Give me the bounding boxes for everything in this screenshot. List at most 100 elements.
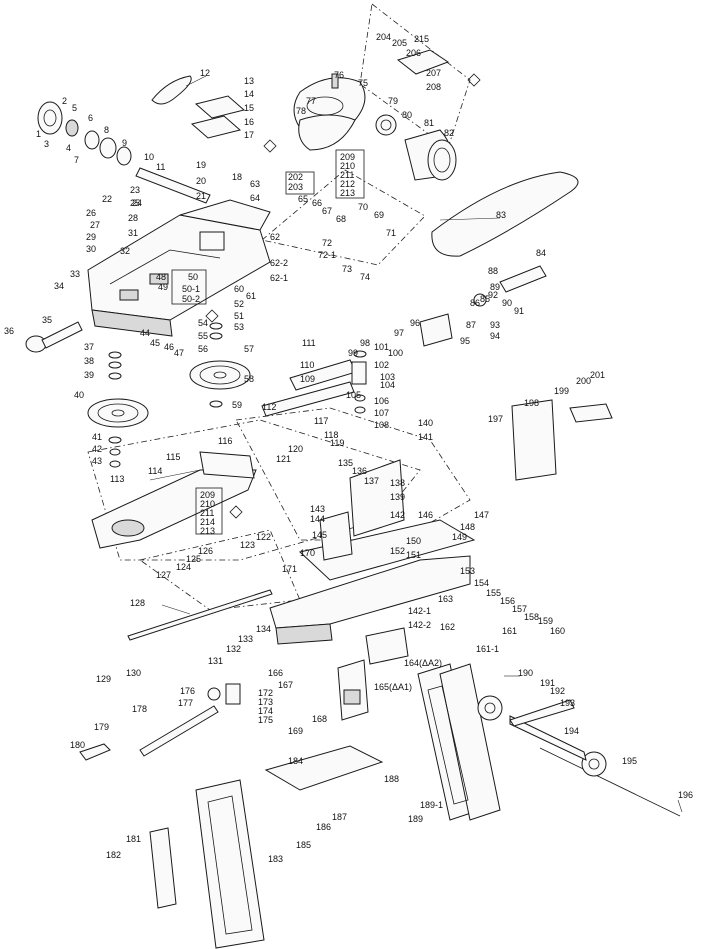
part-label-126: 126 <box>198 546 213 556</box>
stand-leg-left <box>149 779 265 949</box>
part-label-131: 131 <box>208 656 223 666</box>
part-label-107: 107 <box>374 408 389 418</box>
part-label-161: 161 <box>502 626 517 636</box>
part-label-207: 207 <box>426 68 441 78</box>
part-label-115: 115 <box>166 452 180 462</box>
part-label-124: 124 <box>176 562 191 572</box>
part-label-165: 165(ΔA1) <box>374 682 412 692</box>
part-label-162: 162 <box>440 622 455 632</box>
part-label-85: 85 <box>480 294 490 304</box>
part-label-119: 119 <box>330 438 344 448</box>
part-label-133: 133 <box>238 634 253 644</box>
part-label-34: 34 <box>54 281 64 291</box>
part-label-164: 164(ΔA2) <box>404 658 442 668</box>
part-label-191: 191 <box>540 678 555 688</box>
part-label-90: 90 <box>502 298 512 308</box>
part-label-65: 65 <box>298 194 308 204</box>
part-label-172: 172 <box>258 688 273 698</box>
part-label-132: 132 <box>226 644 241 654</box>
part-label-41: 41 <box>92 432 102 442</box>
part-label-37: 37 <box>84 342 94 352</box>
part-label-17: 17 <box>244 130 254 140</box>
part-label-72: 72 <box>322 238 332 248</box>
part-label-212a: 212 <box>340 179 355 189</box>
part-label-31: 31 <box>128 228 138 238</box>
part-label-200: 200 <box>576 376 591 386</box>
part-label-82: 82 <box>444 128 454 138</box>
part-label-97: 97 <box>394 328 404 338</box>
part-label-206: 206 <box>406 48 421 58</box>
part-label-142: 142 <box>390 510 405 520</box>
part-label-78: 78 <box>296 106 306 116</box>
part-label-87: 87 <box>466 320 476 330</box>
part-label-59: 59 <box>232 400 242 410</box>
part-label-145: 145 <box>312 530 327 540</box>
part-label-84: 84 <box>536 248 546 258</box>
part-label-112: 112 <box>262 402 276 412</box>
part-label-127: 127 <box>156 570 171 580</box>
part-label-136: 136 <box>352 466 367 476</box>
part-label-79: 79 <box>388 96 398 106</box>
part-label-192: 192 <box>550 686 565 696</box>
part-label-88: 88 <box>488 266 498 276</box>
part-label-169: 169 <box>288 726 303 736</box>
note-diamonds <box>205 73 481 519</box>
part-label-183: 183 <box>268 854 283 864</box>
part-label-25: 25 <box>130 198 140 208</box>
part-label-96: 96 <box>410 318 420 328</box>
part-label-18: 18 <box>232 172 242 182</box>
part-label-196: 196 <box>678 790 693 800</box>
part-label-111: 111 <box>302 338 316 348</box>
part-label-129: 129 <box>96 674 111 684</box>
stand-shelf <box>264 745 384 791</box>
part-label-30: 30 <box>86 244 96 254</box>
part-label-58: 58 <box>244 374 254 384</box>
cover-plates <box>190 95 246 139</box>
part-label-91: 91 <box>514 306 524 316</box>
part-label-21: 21 <box>196 191 206 201</box>
part-label-159: 159 <box>538 616 553 626</box>
part-label-101: 101 <box>374 342 389 352</box>
part-label-139: 139 <box>390 492 405 502</box>
part-label-70: 70 <box>358 202 368 212</box>
part-label-134: 134 <box>256 624 271 634</box>
part-label-93: 93 <box>490 320 500 330</box>
part-label-120: 120 <box>288 444 303 454</box>
part-label-182: 182 <box>106 850 121 860</box>
part-label-29: 29 <box>86 232 96 242</box>
part-label-118: 118 <box>324 430 338 440</box>
part-label-61: 61 <box>246 291 256 301</box>
part-label-62: 62 <box>270 232 280 242</box>
part-label-157: 157 <box>512 604 527 614</box>
part-label-50-2: 50-2 <box>182 294 200 304</box>
part-label-130: 130 <box>126 668 141 678</box>
part-label-143: 143 <box>310 504 325 514</box>
wheel-axle-assembly <box>477 695 607 777</box>
part-label-72-1: 72-1 <box>318 250 336 260</box>
blade-guide-bracket <box>419 265 547 347</box>
part-label-148: 148 <box>460 522 475 532</box>
saddle-base <box>91 451 257 549</box>
diamond-symbol <box>205 309 219 323</box>
part-label-153: 153 <box>460 566 475 576</box>
part-label-57: 57 <box>244 344 254 354</box>
part-label-125: 125 <box>186 554 201 564</box>
part-label-19: 19 <box>196 160 206 170</box>
part-label-16: 16 <box>244 117 254 127</box>
part-label-23: 23 <box>130 185 140 195</box>
stand-leg-right <box>417 663 501 821</box>
diamond-symbol <box>263 139 277 153</box>
part-label-9: 9 <box>122 138 127 148</box>
part-label-55: 55 <box>198 331 208 341</box>
part-label-209b: 209 <box>200 490 215 500</box>
part-label-208: 208 <box>426 82 441 92</box>
work-table-plate <box>431 171 579 257</box>
part-label-166: 166 <box>268 668 283 678</box>
part-label-89: 89 <box>490 282 500 292</box>
label-box-202-203 <box>285 171 315 195</box>
part-label-24: 24 <box>132 198 142 208</box>
part-label-142-2: 142-2 <box>408 620 431 630</box>
part-label-73: 73 <box>342 264 352 274</box>
label-box-209-213a <box>335 149 365 199</box>
